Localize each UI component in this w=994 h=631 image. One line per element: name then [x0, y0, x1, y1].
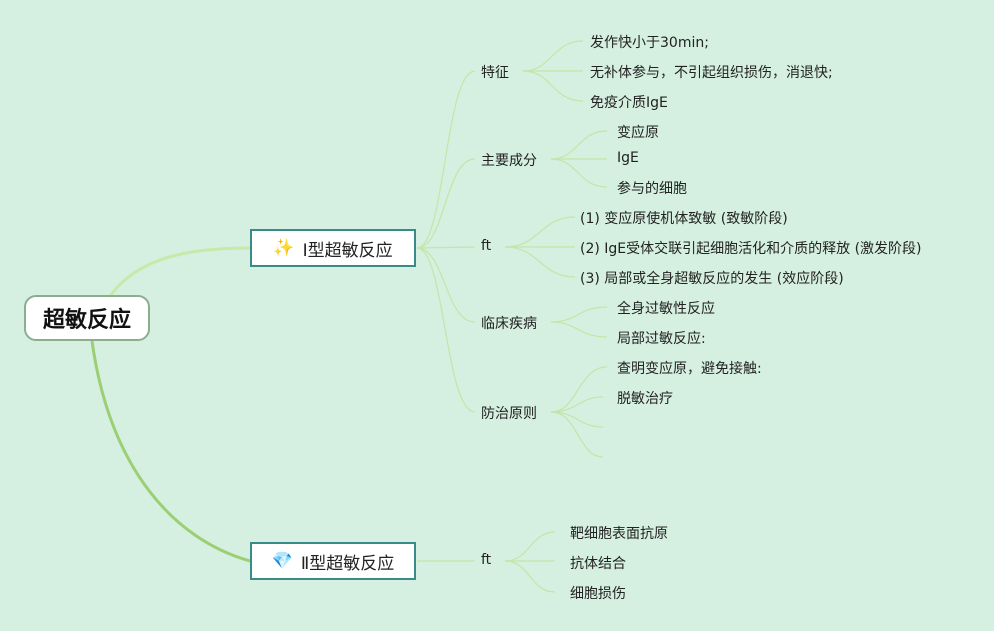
leaf-item[interactable]: 查明变应原，避免接触:	[617, 361, 762, 377]
connector-disease-leaf	[550, 321, 608, 338]
root-topic[interactable]: 超敏反应	[24, 295, 150, 341]
leaf-item[interactable]: 靶细胞表面抗原	[570, 526, 668, 542]
diamond-icon: 💎	[271, 551, 293, 571]
connector-components-leaf	[550, 158, 608, 188]
topic-ft[interactable]: ft	[481, 238, 492, 254]
topic-prevention-principle[interactable]: 防治原则	[481, 406, 537, 422]
connector-b1-feature	[416, 70, 476, 249]
leaf-item[interactable]: (2) IgE受体交联引起细胞活化和介质的释放 (激发阶段)	[580, 241, 922, 257]
connector-feature-leaf	[522, 70, 584, 102]
connector-ft-leaf	[504, 216, 576, 248]
topic-ft-type2[interactable]: ft	[481, 552, 492, 568]
connector-prevention-leaf	[550, 411, 604, 428]
leaf-item[interactable]: (1) 变应原使机体致敏 (致敏阶段)	[580, 211, 788, 227]
connector-b1-disease	[416, 247, 476, 323]
leaf-item[interactable]: IgE	[617, 150, 639, 166]
magic-wand-icon: ✨	[273, 238, 295, 258]
topic-clinical-disease[interactable]: 临床疾病	[481, 316, 537, 332]
connector-prevention-leaf	[550, 396, 604, 413]
leaf-item[interactable]: 脱敏治疗	[617, 391, 673, 407]
leaf-item[interactable]: 抗体结合	[570, 556, 626, 572]
branch-type2-hypersensitivity[interactable]: 💎 Ⅱ型超敏反应	[250, 542, 416, 580]
leaf-item[interactable]: 局部过敏反应:	[617, 331, 706, 347]
connector-b1-prevention	[416, 247, 476, 413]
leaf-item[interactable]: 参与的细胞	[617, 181, 687, 197]
connector-prevention-leaf	[550, 411, 604, 458]
connector-b1-components	[416, 158, 476, 249]
connector-b2ft-leaf	[504, 560, 556, 593]
branch-label: Ⅱ型超敏反应	[300, 553, 395, 574]
leaf-item[interactable]: 发作快小于30min;	[590, 35, 709, 51]
leaf-item[interactable]: 全身过敏性反应	[617, 301, 715, 317]
leaf-item[interactable]: 细胞损伤	[570, 586, 626, 602]
topic-features[interactable]: 特征	[481, 65, 509, 81]
leaf-item[interactable]: 免疫介质IgE	[590, 95, 668, 111]
branch-label: Ⅰ型超敏反应	[302, 240, 393, 261]
connector-b2ft-leaf	[504, 531, 556, 562]
connector-components-leaf	[550, 130, 608, 160]
connector-prevention-leaf	[550, 366, 608, 413]
leaf-item[interactable]: 无补体参与，不引起组织损伤，消退快;	[590, 65, 833, 81]
topic-main-components[interactable]: 主要成分	[481, 153, 537, 169]
connector-disease-leaf	[550, 306, 608, 323]
branch-type1-hypersensitivity[interactable]: ✨ Ⅰ型超敏反应	[250, 229, 416, 267]
connector-root-branch1	[108, 246, 251, 297]
leaf-item[interactable]: 变应原	[617, 125, 659, 141]
connector-root-branch2	[90, 340, 251, 563]
connector-b1-ft	[416, 246, 476, 249]
connector-ft-leaf	[504, 246, 576, 278]
leaf-item[interactable]: (3) 局部或全身超敏反应的发生 (效应阶段)	[580, 271, 844, 287]
connector-feature-leaf	[522, 40, 584, 72]
